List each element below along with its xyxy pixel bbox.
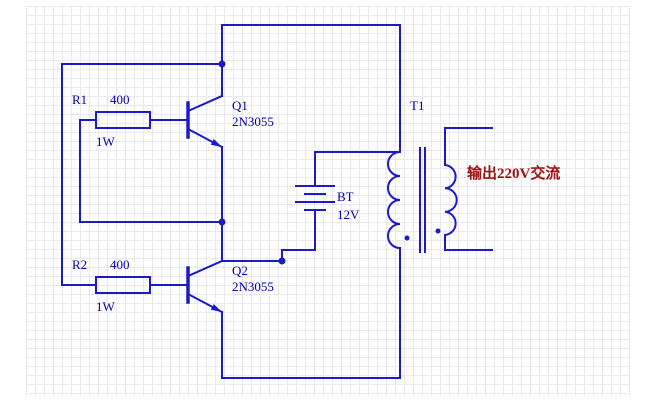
junctions: [218, 60, 286, 265]
transistor-part-number: 2N3055: [232, 114, 274, 129]
transistor-collector: [186, 94, 224, 113]
wire-cross-couple-r1: [79, 119, 223, 223]
transistor-q2: Q2 2N3055: [186, 259, 274, 314]
resistor-power: 1W: [96, 299, 116, 314]
wire-top-rail: [221, 24, 401, 97]
transformer-designator: T1: [410, 98, 424, 113]
resistor-value: 400: [110, 257, 130, 272]
junction-dot: [218, 218, 226, 226]
secondary-winding: [443, 163, 458, 237]
emitter-arrow-icon: [210, 139, 222, 147]
resistor-body: [95, 111, 151, 129]
transistor-designator: Q1: [232, 98, 248, 113]
resistor-power: 1W: [96, 134, 116, 149]
phase-dot-icon: [435, 228, 441, 234]
resistor-designator: R2: [72, 257, 87, 272]
wire-battery-positive: [314, 151, 401, 187]
battery-designator: BT: [337, 189, 354, 204]
transistor-designator: Q2: [232, 263, 248, 278]
junction-dot: [218, 60, 226, 68]
wire-battery-negative: [281, 209, 316, 262]
secondary-terminal-bottom: [444, 234, 493, 251]
primary-winding: [387, 150, 402, 250]
resistor-designator: R1: [72, 92, 87, 107]
wires: [61, 24, 401, 379]
phase-dot-icon: [404, 235, 410, 241]
transistor-part-number: 2N3055: [232, 279, 274, 294]
resistor-r1: R1 400 1W: [72, 92, 151, 149]
emitter-arrow-icon: [210, 304, 222, 312]
resistor-value: 400: [110, 92, 130, 107]
wire-cross-couple-r2: [61, 63, 223, 286]
junction-dot: [278, 257, 286, 265]
transistor-q1: Q1 2N3055: [186, 94, 274, 149]
battery-voltage: 12V: [337, 207, 360, 222]
secondary-terminal-top: [444, 127, 493, 166]
resistor-body: [95, 276, 151, 294]
battery-bt: BT 12V: [295, 185, 360, 222]
output-annotation: 输出220V交流: [467, 164, 560, 182]
transformer-t1: T1: [387, 98, 493, 253]
wire-bottom-rail: [221, 247, 401, 379]
resistor-r2: R2 400 1W: [72, 257, 151, 314]
transistor-collector: [186, 259, 224, 278]
